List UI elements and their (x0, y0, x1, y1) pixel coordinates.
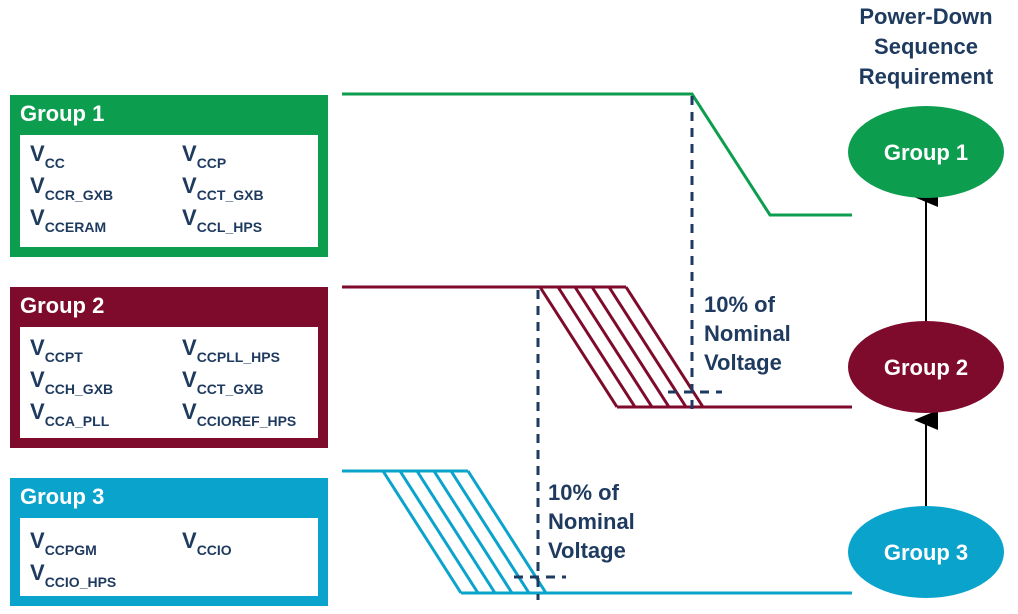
sequence-node-group-1: Group 1 (848, 106, 1004, 198)
group-3-waveforms (342, 469, 852, 595)
threshold-annotation-group-2-line-1: 10% of (704, 292, 776, 317)
rail-label: VCCA_PLL (30, 399, 110, 429)
group-1-box: Group 1 VCC VCCP VCCR_GXB VCCT_GXB VCCER… (10, 95, 328, 257)
rail-label: VCCPGM (30, 528, 97, 558)
threshold-annotation-group-3-line-1: 10% of (548, 480, 620, 505)
threshold-annotation-group-2-line-2: Nominal (704, 321, 791, 346)
group-3-title: Group 3 (20, 484, 105, 509)
rail-label: VCCERAM (30, 205, 107, 235)
threshold-annotation-group-2-line-3: Voltage (704, 350, 782, 375)
rail-label: VCCR_GXB (30, 173, 114, 203)
sequence-header-line-3: Requirement (859, 64, 994, 89)
threshold-annotation-group-3-line-2: Nominal (548, 509, 635, 534)
rail-label: VCCT_GXB (182, 367, 264, 397)
group-1-waveform (342, 92, 852, 217)
sequence-node-group-2-label: Group 2 (884, 355, 968, 380)
rail-label: VCCPT (30, 335, 83, 365)
group-1-rail-list: VCC VCCP VCCR_GXB VCCT_GXB VCCERAM VCCL_… (20, 135, 318, 247)
rail-label: VCCIO_HPS (30, 560, 117, 590)
group-3-rail-list: VCCPGM VCCIO VCCIO_HPS (20, 518, 318, 596)
rail-label: VCCPLL_HPS (182, 335, 280, 365)
rail-label: VCCT_GXB (182, 173, 264, 203)
group-1-title: Group 1 (20, 101, 105, 126)
rail-label: VCCL_HPS (182, 205, 263, 235)
rail-label: VCCIOREF_HPS (182, 399, 297, 429)
sequence-header-line-2: Sequence (874, 34, 978, 59)
rail-label: VCC (30, 141, 65, 171)
rail-label: VCCIO (182, 528, 232, 558)
threshold-annotation-group-3-line-3: Voltage (548, 538, 626, 563)
group-2-waveforms (342, 285, 852, 409)
sequence-node-group-1-label: Group 1 (884, 140, 968, 165)
rail-label: VCCH_GXB (30, 367, 114, 397)
sequence-header-line-1: Power-Down (859, 4, 992, 29)
sequence-node-group-3: Group 3 (848, 506, 1004, 598)
sequence-node-group-3-label: Group 3 (884, 540, 968, 565)
group-2-rail-list: VCCPT VCCPLL_HPS VCCH_GXB VCCT_GXB VCCA_… (20, 327, 318, 438)
rail-label: VCCP (182, 141, 227, 171)
group-3-box: Group 3 VCCPGM VCCIO VCCIO_HPS (10, 478, 328, 606)
sequence-node-group-2: Group 2 (848, 321, 1004, 413)
group-2-title: Group 2 (20, 293, 105, 318)
threshold-markers (514, 96, 722, 600)
group-2-box: Group 2 VCCPT VCCPLL_HPS VCCH_GXB VCCT_G… (10, 287, 328, 448)
